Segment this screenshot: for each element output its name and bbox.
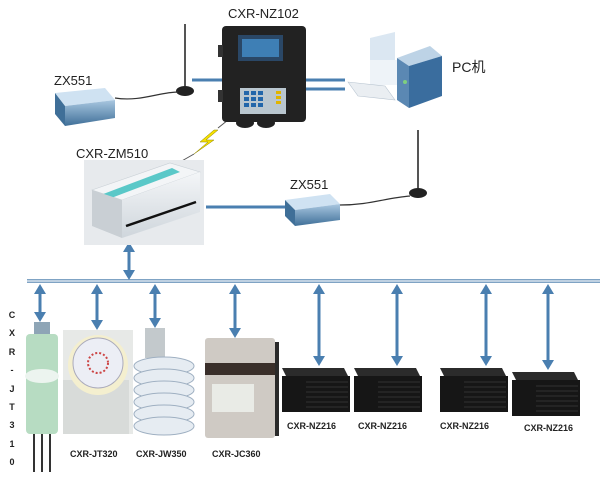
zx551-left-device (55, 88, 115, 126)
nz216-label-1: CXR-NZ216 (287, 421, 337, 431)
arrow-zm510-bus (123, 242, 135, 280)
label-char: 1 (9, 438, 15, 449)
nz216-label-2: CXR-NZ216 (358, 421, 408, 431)
antenna-left-icon (114, 24, 194, 100)
label-char: 0 (9, 457, 15, 468)
controller-device (218, 26, 306, 128)
pc-label: PC机 (452, 59, 486, 75)
sensor-jt310-device (25, 322, 59, 472)
label-char: J (9, 383, 15, 394)
label-char: - (10, 365, 14, 376)
sensor-jc360-device (205, 338, 279, 438)
zx551-left-label: ZX551 (54, 73, 93, 88)
zm510-label: CXR-ZM510 (76, 146, 149, 161)
antenna-right-icon (339, 130, 427, 206)
bus-drop-arrow (229, 284, 241, 338)
sensor-jt310-label: C X R - J T 3 1 0 (6, 306, 18, 472)
controller-label: CXR-NZ102 (228, 6, 299, 21)
nz216-label-4: CXR-NZ216 (524, 423, 574, 433)
pc-icon (347, 32, 442, 108)
bus-drop-arrow (542, 284, 554, 370)
zx551-right-label: ZX551 (290, 177, 329, 192)
label-char: T (9, 402, 15, 413)
sensor-jt320-label: CXR-JT320 (70, 449, 118, 459)
label-char: X (8, 328, 15, 339)
nz216-device (354, 368, 422, 412)
nz216-device (512, 372, 580, 416)
bus-drop-arrow (480, 284, 492, 366)
nz216-device (440, 368, 508, 412)
wireless-lightning-icon (193, 129, 219, 155)
sensor-jw350-label: CXR-JW350 (136, 449, 187, 459)
sensor-jw350-device (133, 328, 195, 436)
bus-drop-arrow (149, 284, 161, 328)
bus-drop-arrow (34, 284, 46, 322)
bus-drop-arrow (313, 284, 325, 366)
zx551-right-device (285, 194, 340, 226)
bus-drop-arrow (91, 284, 103, 330)
nz216-device (282, 368, 350, 412)
label-char: C (8, 310, 16, 320)
bus-drop-arrow (391, 284, 403, 366)
nz216-label-3: CXR-NZ216 (440, 421, 490, 431)
label-char: 3 (9, 420, 15, 431)
sensor-jt320-device (63, 330, 133, 434)
sensor-jc360-label: CXR-JC360 (212, 449, 261, 459)
zm510-device (84, 160, 204, 245)
label-char: R (8, 346, 16, 357)
